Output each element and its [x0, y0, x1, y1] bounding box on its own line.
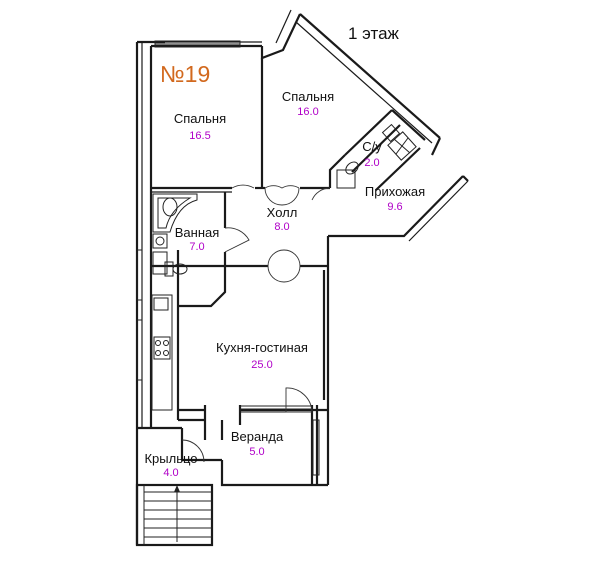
- outer-walls: [135, 9, 469, 545]
- floor-label: 1 этаж: [348, 24, 400, 43]
- room-area-bedroom-2: 16.0: [297, 106, 318, 118]
- room-name-bathroom: Ванная: [175, 225, 220, 240]
- room-name-porch: Крыльцо: [144, 451, 197, 466]
- room-name-hall: Холл: [267, 205, 298, 220]
- room-name-veranda: Веранда: [231, 429, 284, 444]
- doors: [181, 184, 331, 463]
- interior-walls: [137, 58, 426, 462]
- room-area-wc: 2.0: [364, 157, 379, 169]
- fixtures: [151, 123, 417, 411]
- room-name-bedroom-2: Спальня: [282, 89, 334, 104]
- apartment-number: №19: [160, 61, 210, 87]
- room-area-bathroom: 7.0: [189, 241, 204, 253]
- room-name-kitchen-living: Кухня-гостиная: [216, 340, 308, 355]
- room-area-bedroom-1: 16.5: [189, 130, 210, 142]
- labels: 1 этаж №19 Спальня 16.5 Спальня 16.0 С/у…: [144, 24, 425, 479]
- stairs: [135, 483, 214, 547]
- room-name-wc: С/у: [362, 139, 382, 154]
- room-area-porch: 4.0: [163, 467, 178, 479]
- room-name-bedroom-1: Спальня: [174, 111, 226, 126]
- room-area-veranda: 5.0: [249, 446, 264, 458]
- room-area-kitchen-living: 25.0: [251, 359, 272, 371]
- room-name-entrance: Прихожая: [365, 184, 425, 199]
- room-area-hall: 8.0: [274, 221, 289, 233]
- room-area-entrance: 9.6: [387, 201, 402, 213]
